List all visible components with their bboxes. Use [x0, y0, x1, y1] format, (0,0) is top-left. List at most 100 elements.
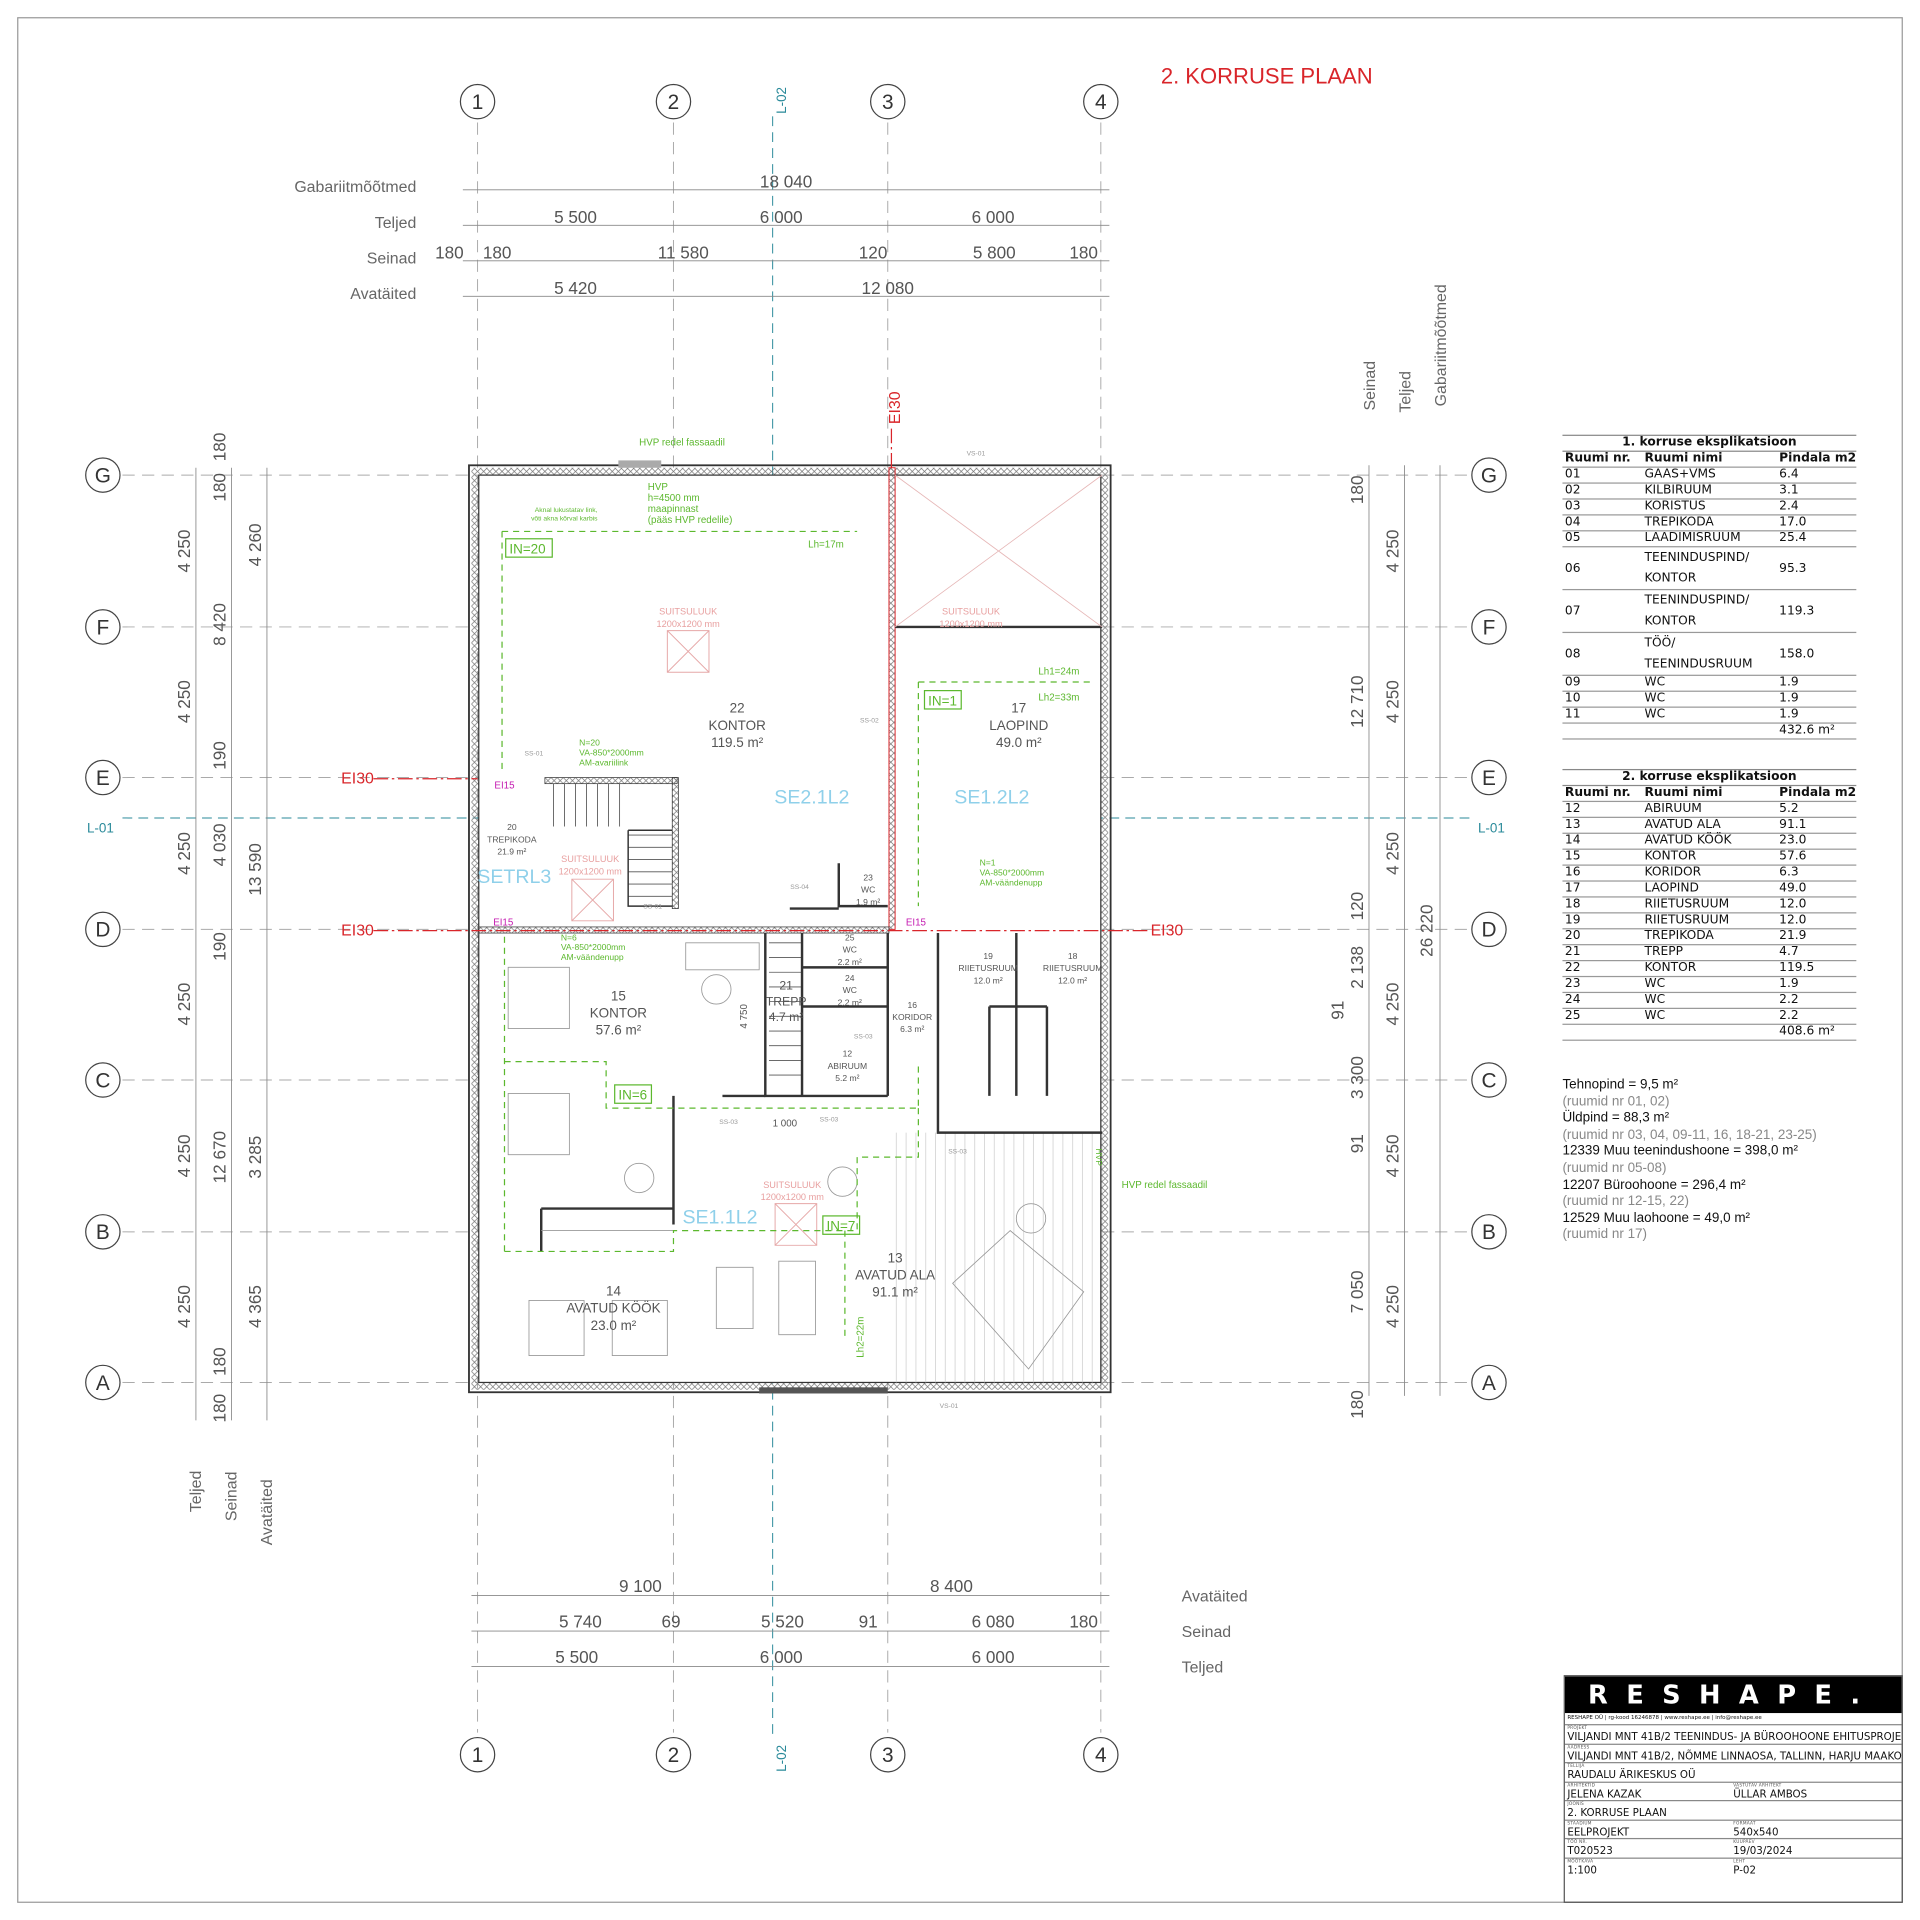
grid-bubble-3	[870, 1736, 906, 1773]
smoke-hatch-label: 1200x1200 mm	[657, 619, 721, 629]
door-note: VA-850*2000mm	[561, 942, 626, 952]
grid-bubble-C	[85, 1062, 121, 1098]
room-name: KORISTUS	[1644, 499, 1706, 514]
room-name: KONTOR	[1644, 961, 1697, 975]
field-label: TÖÖ NR.	[1567, 1839, 1588, 1845]
dimension-value: 7 050	[1347, 1270, 1367, 1313]
occupancy-box	[505, 538, 553, 558]
smoke-hatch-label: 1200x1200 mm	[761, 1192, 825, 1202]
room-number: 14	[1564, 833, 1581, 848]
door-note: VA-850*2000mm	[980, 868, 1045, 878]
door-note: N=6	[561, 932, 577, 942]
fire-rating-ei15: EI15	[494, 781, 515, 792]
dimension-value: 6 000	[972, 207, 1015, 227]
room-area: 95.3	[1779, 561, 1807, 575]
room-name: RIIETUSRUUM	[958, 963, 1017, 973]
grid-label-column: 1	[472, 1744, 484, 1767]
room-area: 3.1	[1779, 483, 1799, 498]
grid-bubble-F	[85, 609, 121, 645]
summary-sub: (ruumid nr 03, 04, 09-11, 16, 18-21, 23-…	[1562, 1127, 1817, 1143]
dimension-value: 6 000	[760, 207, 803, 227]
hvp-note: maapinnast	[648, 504, 699, 515]
room-area: 1.9 m²	[856, 897, 880, 907]
dimension-value: 190	[209, 932, 229, 961]
grid-label-row: D	[1481, 919, 1496, 942]
room-name: RIIETUSRUUM	[1043, 963, 1102, 973]
dimension-value: 180	[435, 242, 464, 262]
room-name: KORIDOR	[1644, 865, 1702, 880]
room-area: 1.9	[1779, 707, 1799, 722]
dimension-value: 3 300	[1347, 1056, 1367, 1099]
summary-main: Üldpind = 88,3 m²	[1562, 1110, 1670, 1126]
dimension-value: 180	[1069, 242, 1098, 262]
door-note: AM-avariilink	[579, 757, 629, 767]
fire-rating-ei15: EI15	[906, 918, 927, 929]
room-name: AVATUD ALA	[855, 1268, 935, 1283]
address: VILJANDI MNT 41B/2, NÕMME LINNAOSA, TALL…	[1567, 1749, 1903, 1762]
smoke-hatch-label: SUITSULUUK	[763, 1180, 822, 1190]
grid-label-row: G	[95, 464, 111, 487]
room-area: 2.2	[1779, 993, 1799, 1007]
fire-compartment-label: SE1.2L2	[954, 786, 1029, 808]
room-area: 4.7	[1779, 945, 1799, 959]
dimension-value: 4 250	[174, 1134, 194, 1177]
grid-label-column: 4	[1095, 91, 1107, 114]
room-number: 18	[1068, 951, 1078, 961]
room-area: 2.4	[1779, 499, 1799, 514]
room-name: WC	[1644, 993, 1666, 1007]
occupancy-label: IN=6	[618, 1088, 647, 1103]
summary-sub: (ruumid nr 12-15, 22)	[1562, 1194, 1689, 1209]
dimension-value: 8 400	[930, 1576, 973, 1596]
grid-bubble-D	[1471, 911, 1507, 948]
room-number: 09	[1564, 675, 1581, 690]
room-number: 19	[1564, 913, 1581, 927]
room-number: 14	[606, 1284, 621, 1299]
room-name: WC	[1644, 977, 1666, 991]
grid-bubble-A	[85, 1364, 121, 1401]
explication-table-floor-2: 2. korruse eksplikatsioon Ruumi nr.Ruumi…	[1562, 768, 1857, 1041]
grid-label-row: F	[96, 616, 109, 639]
room-area: 91.1 m²	[872, 1285, 918, 1300]
dimension-value: 12 710	[1347, 675, 1367, 727]
sheet-frame	[17, 17, 1903, 1903]
dimension-row-label: Teljed	[1398, 371, 1415, 413]
room-name: KILBIRUUM	[1644, 483, 1712, 498]
room-number: 12	[843, 1049, 853, 1059]
dimension-value: 91	[1347, 1134, 1367, 1153]
room-name: KORIDOR	[892, 1012, 932, 1022]
room-area: 25.4	[1779, 531, 1807, 545]
wall-type-tag: SS-03	[948, 1148, 967, 1155]
grid-bubble-4	[1083, 1736, 1119, 1773]
room-area: 21.9 m²	[497, 847, 526, 857]
field-label: AADRESS	[1567, 1744, 1590, 1750]
dimension-value: 190	[209, 741, 229, 770]
smoke-hatch-label: SUITSULUUK	[561, 854, 620, 864]
room-area: 91.1	[1779, 817, 1807, 832]
job-number: T020523	[1567, 1844, 1613, 1857]
dimension-lines	[195, 189, 1441, 1667]
room-area: 119.5 m²	[711, 735, 764, 750]
dimension-value: 4 250	[174, 983, 194, 1026]
grid-bubbles	[85, 83, 1507, 1773]
room-name: TEENINDUSPIND/ KONTOR	[1644, 551, 1750, 586]
dimension-row-label: Avatäited	[259, 1479, 276, 1545]
table-total-row: 432.6 m²	[1562, 724, 1857, 740]
occupancy-label: IN=7	[827, 1219, 856, 1234]
dimension-value: 6 000	[760, 1647, 803, 1667]
grid-label-row: E	[96, 767, 110, 790]
room-name: RIIETUSRUUM	[1644, 897, 1730, 912]
room-number: 21	[779, 978, 793, 992]
dimension-row-label: Teljed	[188, 1471, 205, 1513]
grid-label-row: A	[1482, 1372, 1496, 1395]
dimension-value: 12 670	[209, 1131, 229, 1183]
room-number: 22	[1564, 961, 1581, 975]
occupancy-box	[822, 1215, 861, 1235]
room-name: RIIETUSRUUM	[1644, 913, 1730, 927]
area-summary: Tehnopind = 9,5 m²(ruumid nr 01, 02)Üldp…	[1562, 1078, 1816, 1244]
